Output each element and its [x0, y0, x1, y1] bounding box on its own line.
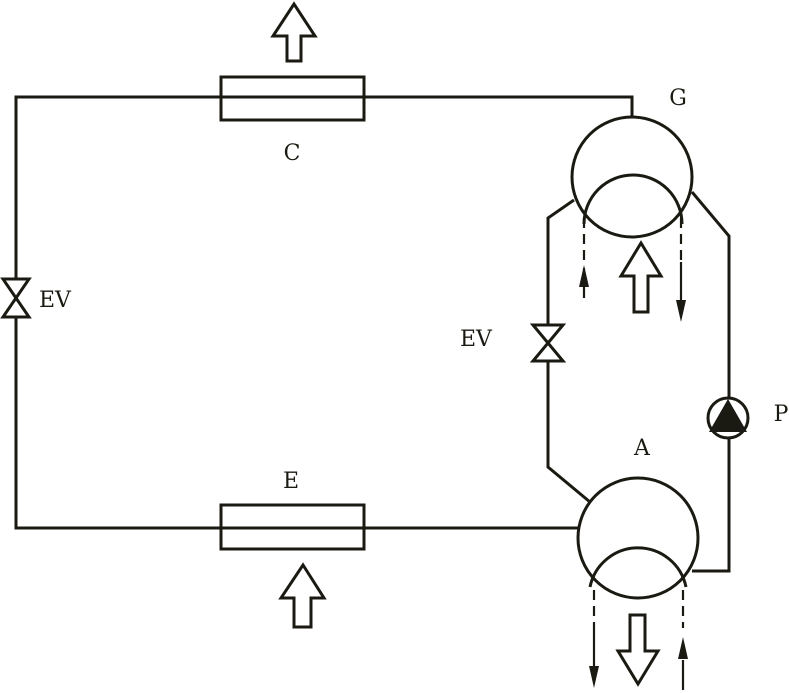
generator-vessel — [570, 115, 694, 239]
label-evaporator: E — [283, 469, 299, 494]
generator-flow-down-head — [676, 300, 686, 322]
heat-out-arrow-absorber — [615, 613, 661, 687]
absorber-vessel — [576, 476, 700, 600]
heat-out-arrow-condenser — [270, 1, 318, 63]
heat-in-arrow-evaporator — [278, 562, 327, 629]
expansion-valve-right — [529, 323, 567, 363]
absorber-coil — [588, 546, 688, 588]
heat-in-arrow-generator — [618, 240, 664, 314]
label-valve-left: EV — [39, 288, 72, 313]
refrigerant-pipe-top — [14, 95, 634, 530]
generator-flow-up-head — [579, 265, 589, 287]
label-pump: P — [774, 402, 789, 427]
absorber-flow-up-head — [678, 637, 688, 659]
solution-pipe-pump-side — [690, 191, 731, 573]
label-generator: G — [669, 86, 687, 111]
pump-triangle — [709, 399, 747, 432]
expansion-valve-left — [0, 277, 32, 319]
absorber-flow-down-head — [589, 666, 599, 688]
label-valve-right: EV — [460, 327, 493, 352]
label-absorber: A — [633, 436, 651, 461]
generator-coil — [582, 173, 684, 225]
label-condenser: C — [284, 141, 301, 166]
